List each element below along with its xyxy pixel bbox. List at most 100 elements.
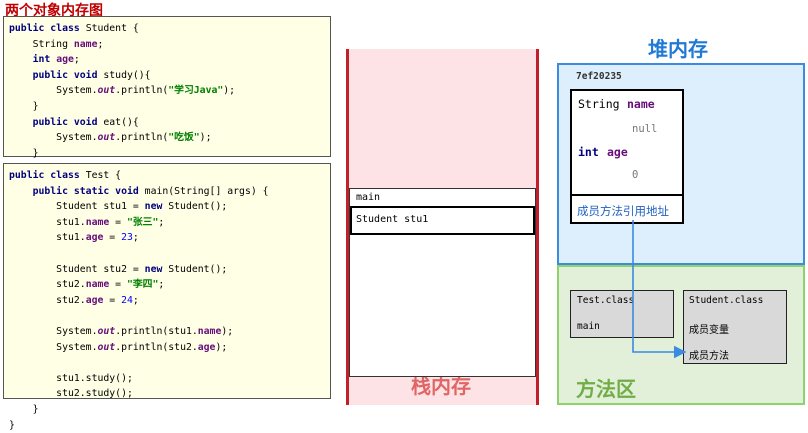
code-token: name: [74, 39, 98, 50]
code-token: Student stu2 =: [9, 264, 145, 275]
code-line: public class Test {: [9, 168, 330, 184]
code-line: [9, 355, 330, 371]
code-token: stu1.: [9, 232, 86, 243]
code-token: System.: [9, 132, 97, 143]
code-token: .println(: [115, 132, 168, 143]
code-token: =: [109, 217, 127, 228]
code-line: String name;: [9, 37, 330, 53]
code-token: stu1.: [9, 217, 86, 228]
code-token: }: [9, 420, 15, 431]
test-class-code: public class Test { public static void m…: [3, 163, 331, 399]
code-token: out: [97, 326, 115, 337]
student-class-name: Student.class: [689, 295, 763, 306]
heap-memory-label: 堆内存: [648, 33, 708, 62]
test-class-name: Test.class: [577, 295, 634, 306]
code-token: .println(stu1.: [115, 326, 198, 337]
code-token: stu2.: [9, 279, 86, 290]
code-line: public void study(){: [9, 68, 330, 84]
test-class-method: main: [577, 321, 600, 332]
code-token: Student();: [168, 201, 227, 212]
student-class-methods: 成员方法: [689, 347, 729, 362]
code-token: =: [103, 295, 121, 306]
code-line: System.out.println(stu1.name);: [9, 324, 330, 340]
code-token: stu2.: [9, 295, 86, 306]
code-line: }: [9, 99, 330, 115]
code-line: public class Student {: [9, 21, 330, 37]
code-token: new: [145, 264, 169, 275]
code-line: public static void main(String[] args) {: [9, 184, 330, 200]
code-token: out: [97, 342, 115, 353]
code-token: "李四": [127, 279, 158, 290]
code-token: .println(stu2.: [115, 342, 198, 353]
code-token: );: [200, 132, 212, 143]
code-token: =: [103, 232, 121, 243]
stack-variable-label: Student stu1: [356, 214, 428, 225]
code-token: System.: [9, 85, 97, 96]
code-token: ;: [74, 54, 80, 65]
code-token: study(){: [103, 70, 150, 81]
code-token: ;: [97, 39, 103, 50]
code-token: );: [223, 85, 235, 96]
code-token: age: [56, 54, 74, 65]
code-token: );: [221, 326, 233, 337]
code-token: main(String[] args) {: [145, 186, 269, 197]
code-line: }: [9, 418, 330, 433]
code-token: eat(){: [103, 117, 138, 128]
code-token: System.: [9, 342, 97, 353]
object-address: 7ef20235: [576, 71, 622, 82]
field-name-label: name: [627, 97, 655, 111]
field-name-type: String: [578, 97, 620, 111]
code-token: Test {: [86, 170, 121, 181]
methods-reference-label: 成员方法引用地址: [577, 203, 669, 219]
code-line: stu2.study();: [9, 386, 330, 402]
code-token: String: [9, 39, 74, 50]
code-token: );: [215, 342, 227, 353]
code-token: public static void: [9, 186, 145, 197]
student-class-code: public class Student { String name; int …: [3, 16, 331, 157]
code-line: stu1.age = 23;: [9, 230, 330, 246]
code-line: [9, 308, 330, 324]
code-token: ;: [158, 279, 164, 290]
code-token: .println(: [115, 85, 168, 96]
code-token: out: [97, 85, 115, 96]
stack-frame-title: main: [356, 192, 380, 203]
code-token: name: [86, 217, 110, 228]
field-age-value: 0: [632, 169, 638, 181]
code-token: 23: [121, 232, 133, 243]
code-token: 24: [121, 295, 133, 306]
code-line: int age;: [9, 52, 330, 68]
student-class-fields: 成员变量: [689, 321, 729, 336]
code-line: }: [9, 146, 330, 162]
code-token: int: [9, 54, 56, 65]
code-token: out: [97, 132, 115, 143]
code-token: age: [86, 295, 104, 306]
method-area-label: 方法区: [576, 373, 636, 402]
code-token: System.: [9, 326, 97, 337]
code-token: Student();: [168, 264, 227, 275]
code-token: ;: [133, 295, 139, 306]
code-line: [9, 246, 330, 262]
code-line: stu2.age = 24;: [9, 293, 330, 309]
field-age-label: age: [607, 145, 628, 159]
code-token: stu1.study();: [9, 373, 133, 384]
code-token: public void: [9, 70, 103, 81]
code-line: System.out.println("吃饭");: [9, 130, 330, 146]
code-token: name: [86, 279, 110, 290]
code-token: "学习Java": [168, 85, 223, 96]
code-token: "张三": [127, 217, 158, 228]
code-line: stu2.name = "李四";: [9, 277, 330, 293]
code-line: Student stu2 = new Student();: [9, 262, 330, 278]
code-token: public class: [9, 23, 86, 34]
code-token: stu2.study();: [9, 388, 133, 399]
code-line: stu1.name = "张三";: [9, 215, 330, 231]
code-line: Student stu1 = new Student();: [9, 199, 330, 215]
code-token: new: [145, 201, 169, 212]
code-token: name: [198, 326, 222, 337]
code-line: stu1.study();: [9, 371, 330, 387]
code-token: public class: [9, 170, 86, 181]
code-token: }: [9, 148, 39, 159]
code-token: }: [9, 404, 39, 415]
code-token: age: [86, 232, 104, 243]
code-line: public void eat(){: [9, 115, 330, 131]
code-token: ;: [158, 217, 164, 228]
